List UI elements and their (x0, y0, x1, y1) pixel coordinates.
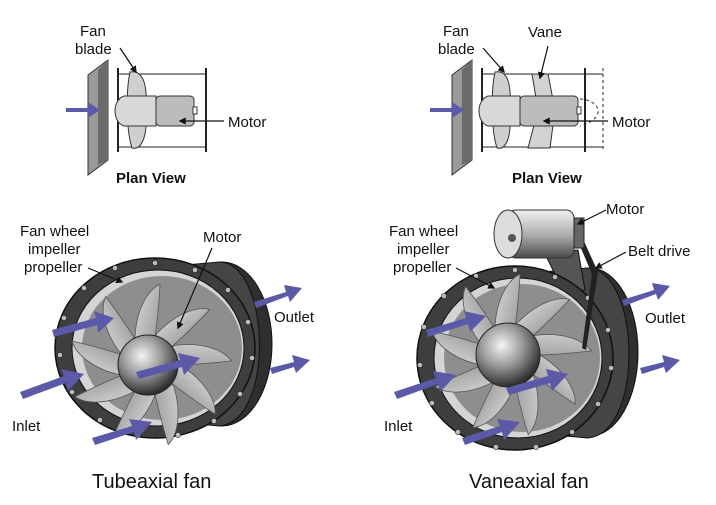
flow-arrow-6 (394, 371, 456, 399)
flow-arrow-7 (462, 419, 520, 445)
caption-vaneaxial: Vaneaxial fan (469, 471, 589, 493)
fan-wheel-label-line3-right: propeller (393, 259, 451, 276)
fan-wheel-label-line3-left: propeller (24, 259, 82, 276)
outlet-label-left: Outlet (274, 309, 315, 326)
fan-blade-label-line2: blade (75, 41, 112, 58)
outlet-arrow-1 (254, 285, 302, 308)
tubeaxial-fan-illustration (20, 247, 310, 445)
belt-drive-label: Belt drive (628, 243, 691, 260)
inlet-label-right: Inlet (384, 418, 413, 435)
fan-wheel-label-line1-right: Fan wheel (389, 223, 458, 240)
plan-view-label-left: Plan View (116, 170, 186, 187)
fan-blade-label-line1: Fan (80, 23, 106, 40)
fan-blade-label-line1-right: Fan (443, 23, 469, 40)
vane-label: Vane (528, 24, 562, 41)
motor-label-plan-left: Motor (228, 114, 266, 131)
outlet-label-right: Outlet (645, 310, 686, 327)
motor-label-plan-right: Motor (612, 114, 650, 131)
motor-label-vaneaxial: Motor (606, 201, 644, 218)
plan-view-tubeaxial (66, 47, 224, 176)
plan-view-label-right: Plan View (512, 170, 582, 187)
outlet-arrow-4 (640, 355, 680, 374)
fan-wheel-label-line2-left: impeller (28, 241, 81, 258)
motor-label-tubeaxial: Motor (203, 229, 241, 246)
plan-view-vaneaxial (430, 45, 608, 176)
motor-top-illustration (493, 209, 585, 259)
flow-arrow-3 (92, 419, 152, 445)
flow-arrow-4 (136, 353, 200, 379)
vaneaxial-fan-illustration (394, 209, 680, 451)
flow-arrow-2 (20, 369, 84, 399)
outlet-arrow-3 (622, 283, 670, 306)
outlet-arrow-2 (270, 355, 310, 374)
flow-arrow-8 (506, 369, 568, 395)
caption-tubeaxial: Tubeaxial fan (92, 471, 211, 493)
fan-blade-label-line2-right: blade (438, 41, 475, 58)
flow-arrow-5 (426, 311, 486, 337)
fan-wheel-label-line2-right: impeller (397, 241, 450, 258)
flow-arrow-1 (52, 311, 114, 337)
fan-wheel-label-line1-left: Fan wheel (20, 223, 89, 240)
inlet-arrow-plan-right (430, 102, 464, 118)
inlet-label-left: Inlet (12, 418, 41, 435)
inlet-arrow-plan-left (66, 102, 100, 118)
